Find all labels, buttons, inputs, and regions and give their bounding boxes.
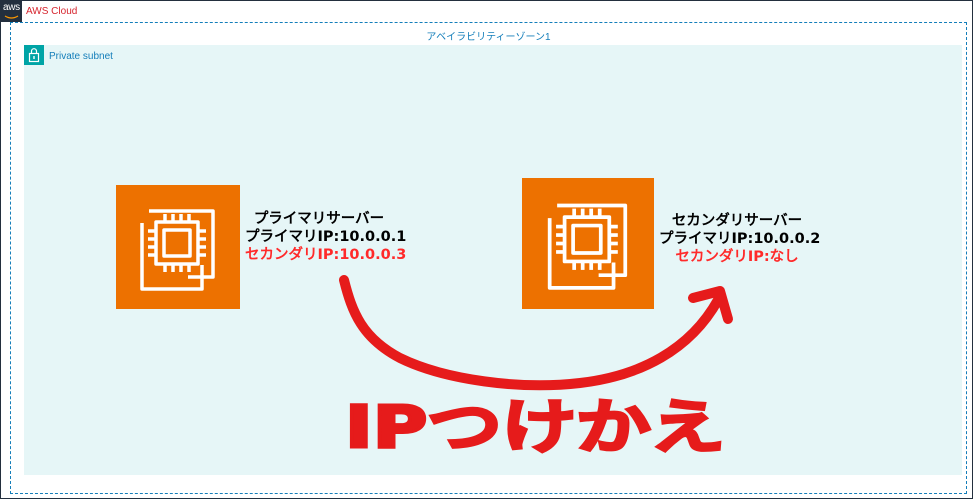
ec2-instance-icon — [547, 203, 628, 290]
primary-server-title: プライマリサーバー — [253, 211, 385, 227]
aws-logo-text: aws — [3, 2, 20, 13]
aws-logo-icon: aws — [1, 1, 22, 22]
ec2-instance-icon-primary[interactable] — [116, 185, 240, 309]
aws-smile-icon — [4, 15, 19, 19]
primary-server-secondary-ip: セカンダリIP:10.0.0.3 — [245, 247, 407, 263]
availability-zone-label: アベイラビリティーゾーン1 — [426, 32, 551, 43]
primary-server-primary-ip: プライマリIP:10.0.0.1 — [245, 229, 407, 245]
ec2-instance-icon — [140, 209, 215, 291]
handwritten-annotation-text: IPつけかえ — [345, 393, 725, 461]
private-subnet-lock-icon — [24, 45, 44, 65]
ip-move-arrow-curve — [339, 275, 723, 391]
secondary-server-secondary-ip: セカンダリIP:なし — [675, 249, 799, 265]
secondary-server-primary-ip: プライマリIP:10.0.0.2 — [659, 231, 821, 247]
secondary-server-info: セカンダリサーバー プライマリIP:10.0.0.2 セカンダリIP:なし — [659, 212, 821, 266]
ip-move-arrow-head — [688, 286, 733, 324]
secondary-server-title: セカンダリサーバー — [671, 213, 803, 229]
private-subnet-label: Private subnet — [49, 51, 113, 62]
aws-cloud-label: AWS Cloud — [26, 6, 78, 17]
primary-server-info: プライマリサーバー プライマリIP:10.0.0.1 セカンダリIP:10.0.… — [245, 210, 407, 264]
ec2-instance-icon-secondary[interactable] — [522, 178, 654, 309]
